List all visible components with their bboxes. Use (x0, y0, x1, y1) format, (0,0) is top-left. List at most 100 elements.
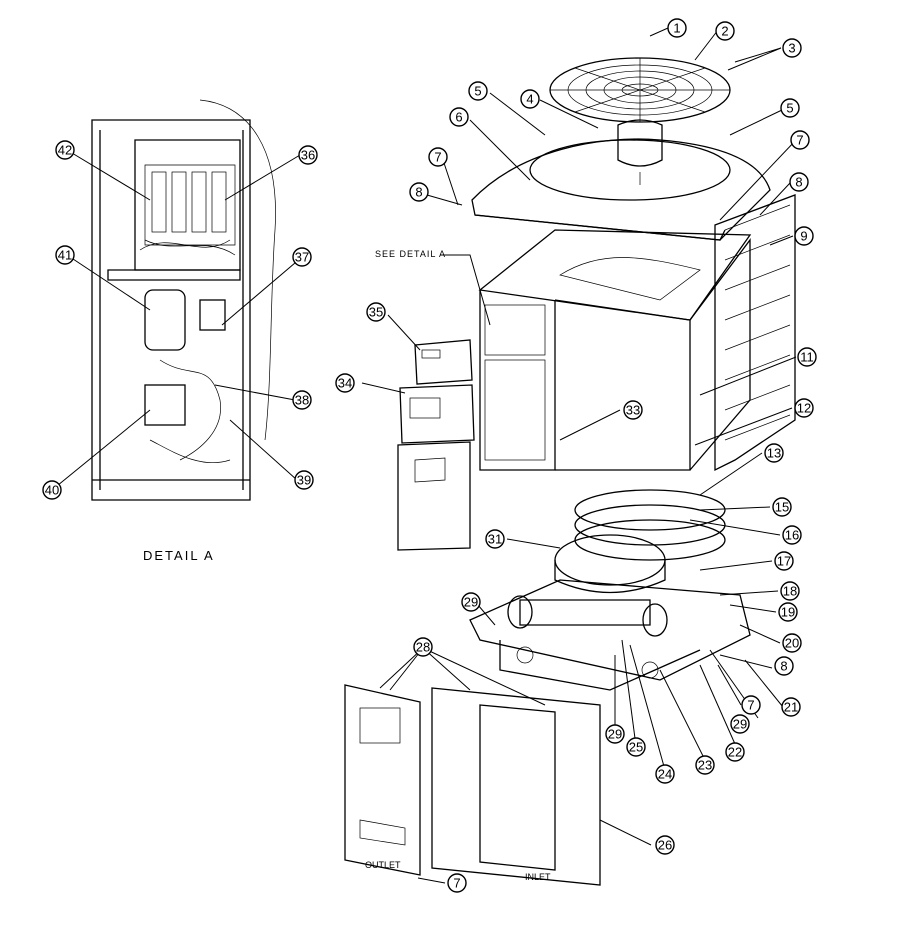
svg-text:13: 13 (767, 446, 781, 461)
svg-text:42: 42 (58, 143, 72, 158)
callout-8-top-right: 8 (789, 172, 809, 192)
relay (144, 384, 186, 426)
svg-text:40: 40 (45, 483, 59, 498)
callout-29-left: 29 (461, 592, 481, 612)
callout-28: 28 (413, 637, 433, 657)
svg-text:3: 3 (788, 41, 795, 56)
svg-text:29: 29 (464, 595, 478, 610)
svg-text:33: 33 (626, 403, 640, 418)
callout-29-right: 29 (730, 714, 750, 734)
callout-23: 23 (695, 755, 715, 775)
callout-21: 21 (781, 697, 801, 717)
callout-16: 16 (782, 525, 802, 545)
callout-8-base: 8 (774, 656, 794, 676)
callout-13: 13 (764, 443, 784, 463)
callout-29-middle: 29 (605, 724, 625, 744)
front-panel-inlet: INLET (431, 687, 601, 886)
svg-text:7: 7 (796, 133, 803, 148)
callout-26: 26 (655, 835, 675, 855)
control-panel-34 (399, 384, 475, 444)
callout-24: 24 (655, 764, 675, 784)
callout-34: 34 (335, 373, 355, 393)
callout-15: 15 (772, 497, 792, 517)
callout-4: 4 (520, 89, 540, 109)
callout-7-top-left: 7 (428, 147, 448, 167)
svg-text:36: 36 (301, 148, 315, 163)
callout-22: 22 (725, 742, 745, 762)
leader-lines (51, 27, 797, 884)
svg-text:1: 1 (673, 21, 680, 36)
callout-2: 2 (715, 21, 735, 41)
svg-text:38: 38 (295, 393, 309, 408)
callout-6: 6 (449, 107, 469, 127)
callout-40: 40 (42, 480, 62, 500)
svg-text:2: 2 (721, 24, 728, 39)
callout-39: 39 (294, 470, 314, 490)
svg-text:28: 28 (416, 640, 430, 655)
svg-text:22: 22 (728, 745, 742, 760)
svg-text:7: 7 (434, 150, 441, 165)
control-board-35 (414, 339, 473, 385)
callout-12: 12 (794, 398, 814, 418)
svg-text:6: 6 (455, 110, 462, 125)
svg-text:34: 34 (338, 376, 352, 391)
svg-text:39: 39 (297, 473, 311, 488)
callout-7-base: 7 (741, 695, 761, 715)
callout-31: 31 (485, 529, 505, 549)
svg-text:31: 31 (488, 532, 502, 547)
access-cover (397, 441, 471, 551)
capacitor (144, 289, 186, 351)
svg-text:12: 12 (797, 401, 811, 416)
front-panel-outlet: OUTLET (344, 684, 421, 876)
callout-37: 37 (292, 247, 312, 267)
svg-text:7: 7 (453, 876, 460, 891)
svg-text:8: 8 (415, 185, 422, 200)
callout-9: 9 (794, 226, 814, 246)
callout-19: 19 (778, 602, 798, 622)
callout-33: 33 (623, 400, 643, 420)
svg-text:24: 24 (658, 767, 672, 782)
compressor (554, 534, 666, 594)
svg-text:29: 29 (733, 717, 747, 732)
callout-3: 3 (782, 38, 802, 58)
svg-text:8: 8 (795, 175, 802, 190)
svg-text:18: 18 (783, 584, 797, 599)
terminal-blocks (151, 171, 227, 233)
svg-text:5: 5 (786, 101, 793, 116)
svg-text:25: 25 (629, 740, 643, 755)
callout-35: 35 (366, 302, 386, 322)
callout-7-panel: 7 (447, 873, 467, 893)
detail-a-view: DETAIL A (91, 99, 276, 563)
contactor (199, 299, 226, 331)
inlet-label: INLET (525, 872, 551, 882)
top-cover (471, 138, 771, 241)
callout-17: 17 (774, 551, 794, 571)
fan-motor (617, 119, 663, 185)
callout-38: 38 (292, 390, 312, 410)
svg-text:21: 21 (784, 700, 798, 715)
heat-exchanger-coil (574, 489, 726, 561)
outlet-label: OUTLET (365, 860, 401, 870)
fan-grille (549, 57, 731, 123)
callout-5-left: 5 (468, 81, 488, 101)
callout-5-right: 5 (780, 98, 800, 118)
water-manifold (507, 595, 668, 637)
cabinet (478, 229, 752, 471)
callout-11: 11 (797, 347, 817, 367)
callout-25: 25 (626, 737, 646, 757)
svg-text:17: 17 (777, 554, 791, 569)
callout-42: 42 (55, 140, 75, 160)
callout-7-top-right: 7 (790, 130, 810, 150)
svg-text:41: 41 (58, 248, 72, 263)
svg-text:8: 8 (780, 659, 787, 674)
callout-41: 41 (55, 245, 75, 265)
svg-text:37: 37 (295, 250, 309, 265)
svg-text:19: 19 (781, 605, 795, 620)
svg-text:23: 23 (698, 758, 712, 773)
svg-text:5: 5 (474, 84, 481, 99)
callout-18: 18 (780, 581, 800, 601)
svg-text:29: 29 (608, 727, 622, 742)
callout-36: 36 (298, 145, 318, 165)
svg-text:9: 9 (800, 229, 807, 244)
